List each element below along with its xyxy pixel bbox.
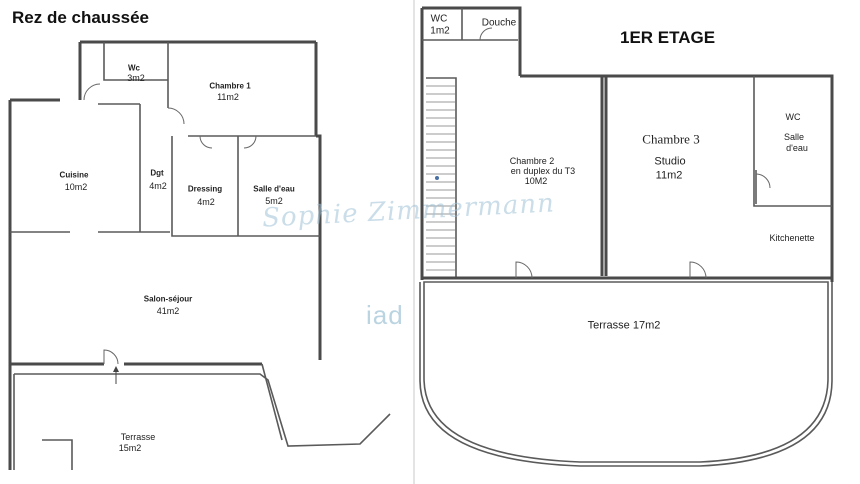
room-terrasse-label: Terrasse (120, 431, 156, 442)
room-chambre2-line2: en duplex du T3 (510, 165, 576, 176)
room-douche-label: Douche (481, 17, 517, 29)
room-kitchenette-label: Kitchenette (769, 232, 815, 243)
room-chambre1-label: Chambre 1 (209, 81, 251, 91)
room-cuisine-label: Cuisine (59, 170, 89, 180)
room-chambre2-area: 10M2 (524, 175, 548, 186)
room-salle-eau-area: 5m2 (265, 195, 283, 206)
room-dressing-area: 4m2 (197, 196, 215, 207)
room-chambre3-label: Chambre 3 (642, 131, 700, 147)
room-dgt-area: 4m2 (149, 180, 167, 191)
ground-floor-title: Rez de chaussée (12, 8, 150, 27)
room-chambre3-area: 11m2 (655, 169, 683, 182)
room-salon-area: 41m2 (156, 305, 180, 316)
first-floor-title: 1ER ETAGE (620, 28, 716, 47)
room-wc-label: Wc (128, 63, 140, 73)
room-terrasse-area: 15m2 (118, 442, 142, 453)
room-salle-eau-upper-line1: Salle (783, 131, 805, 142)
room-dgt-label: Dgt (150, 168, 164, 178)
ground-floor-walls (8, 40, 391, 470)
room-wc2-label: WC (785, 111, 801, 122)
room-studio-label: Studio (654, 155, 686, 168)
room-salle-eau-upper-line2: d'eau (786, 142, 808, 153)
room-wc-upper-area: 1m2 (430, 25, 450, 37)
brand-watermark: iad (366, 300, 404, 330)
room-chambre1-area: 11m2 (217, 91, 239, 102)
room-terrasse-upper-label: Terrasse 17m2 (587, 319, 661, 332)
room-salle-eau-label: Salle d'eau (253, 184, 295, 194)
room-dressing-label: Dressing (187, 184, 223, 194)
room-salon-label: Salon-séjour (143, 294, 193, 304)
first-floor-walls (419, 6, 834, 467)
room-wc-upper-label: WC (430, 13, 448, 25)
room-wc-area: 3m2 (127, 72, 145, 83)
room-cuisine-area: 10m2 (64, 181, 88, 192)
room-chambre2-line1: Chambre 2 (509, 155, 555, 166)
